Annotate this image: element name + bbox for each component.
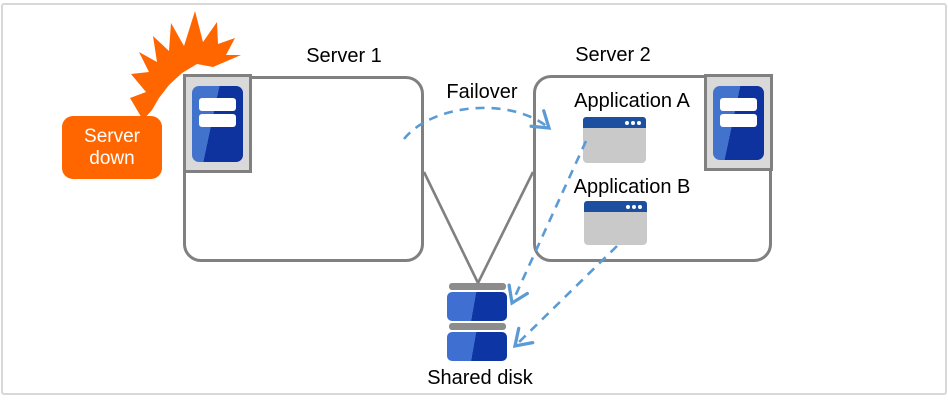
server-down-badge: Server down (62, 116, 162, 179)
window-titlebar (584, 201, 647, 212)
window-dot-icon (626, 204, 630, 209)
disk-body (447, 332, 507, 361)
app-window-icon (584, 201, 647, 245)
app-window-icon (583, 117, 646, 163)
server-slot (720, 98, 757, 111)
server-tower-chassis (713, 86, 764, 160)
server2-label: Server 2 (575, 44, 651, 66)
disk-body (447, 292, 507, 321)
server-tower-icon (704, 74, 773, 171)
server-slot (199, 114, 236, 127)
window-body (583, 128, 646, 163)
window-dot-icon (638, 204, 642, 209)
window-dot-icon (632, 204, 636, 209)
application-b-label: Application B (573, 176, 691, 198)
server-slot (720, 114, 757, 127)
shared-disk-icon (447, 283, 507, 363)
shared-disk-label: Shared disk (427, 367, 533, 389)
server-down-text-line2: down (89, 147, 135, 169)
server-tower-chassis (192, 86, 243, 162)
window-dot-icon (631, 120, 635, 125)
disk-cap (448, 283, 506, 290)
window-titlebar (583, 117, 646, 128)
server-tower-icon (183, 74, 252, 173)
server-down-text-line1: Server (84, 125, 140, 147)
failover-label: Failover (446, 81, 518, 103)
explosion-burst-shape (130, 11, 241, 120)
application-a-label: Application A (574, 90, 690, 112)
server1-label: Server 1 (306, 45, 382, 67)
server-slot (199, 98, 236, 111)
disk-cap (448, 323, 506, 330)
window-body (584, 212, 647, 245)
window-dot-icon (625, 120, 629, 125)
window-dot-icon (637, 120, 641, 125)
